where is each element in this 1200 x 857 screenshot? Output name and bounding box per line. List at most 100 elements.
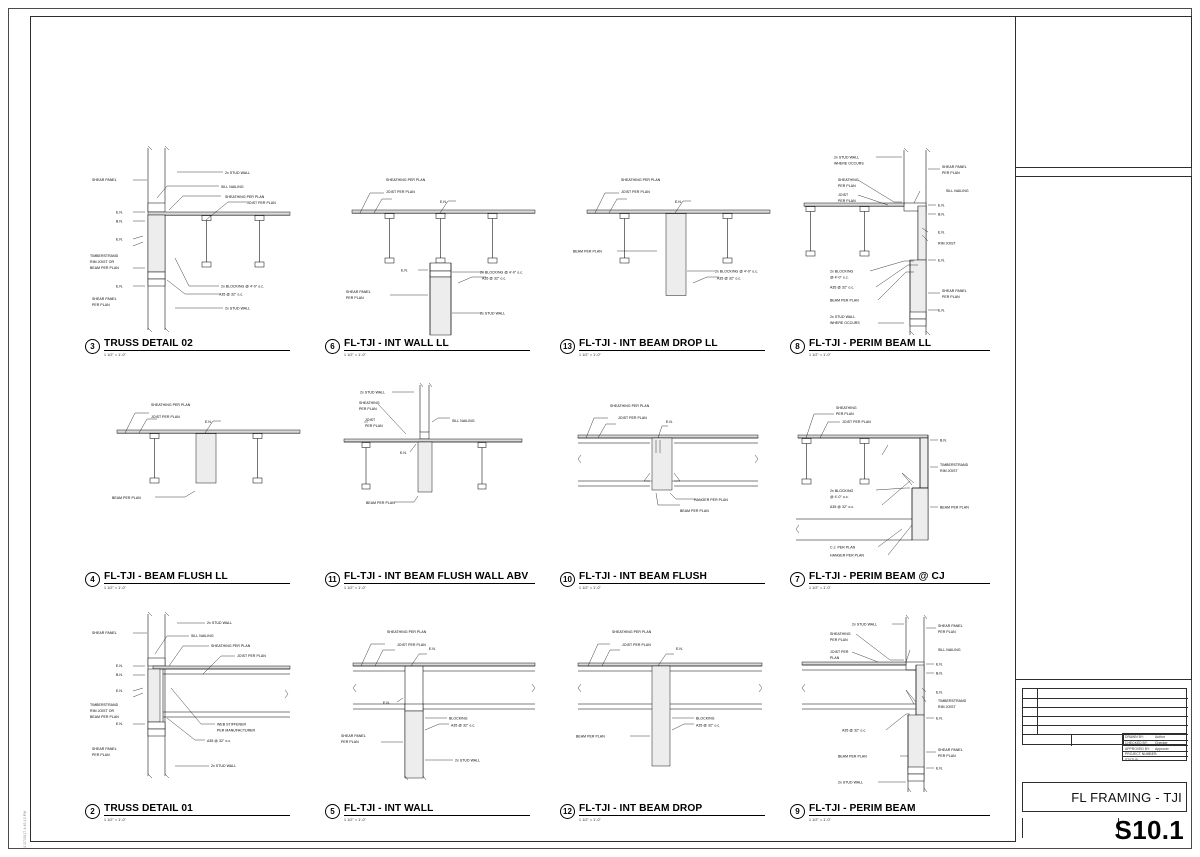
sheet-number-divider [1022, 818, 1023, 838]
svg-text:RIM JOIST: RIM JOIST [938, 242, 957, 246]
svg-text:JOIST: JOIST [838, 193, 849, 197]
svg-text:E.N.: E.N. [400, 451, 407, 455]
svg-text:JOIST PER PLAN: JOIST PER PLAN [622, 643, 651, 647]
svg-text:SHEATHING PER PLAN: SHEATHING PER PLAN [211, 644, 251, 648]
title-rule [809, 350, 990, 352]
svg-text:PLAN: PLAN [830, 656, 840, 660]
info-row-line [1123, 745, 1188, 747]
svg-text:B.N.: B.N. [938, 213, 945, 217]
detail-9-drawing: 2x STUD WALL SHEAR PANEL PER PLAN SHEATH… [801, 614, 967, 793]
detail-fl-tji-beam-flush-ll[interactable]: SHEATHING PER PLAN JOIST PER PLAN E.N. B… [95, 395, 310, 555]
detail-scale: 1 1/2" = 1'-0" [344, 817, 366, 822]
detail-fl-tji-perim-beam-cj[interactable]: SHEATHING PER PLAN JOIST PER PLAN B.N. T… [790, 395, 1000, 565]
detail-title-4[interactable]: 4 FL-TJI - BEAM FLUSH LL 1 1/2" = 1'-0" [85, 571, 290, 590]
title-rule [104, 350, 290, 352]
svg-text:TIMBERSTRAND: TIMBERSTRAND [940, 463, 969, 467]
svg-text:RIM JOIST OR: RIM JOIST OR [90, 709, 114, 713]
detail-fl-tji-int-wall-ll[interactable]: SHEATHING PER PLAN JOIST PER PLAN E.N. E… [330, 165, 545, 336]
detail-fl-tji-int-beam-drop-ll[interactable]: SHEATHING PER PLAN JOIST PER PLAN E.N. 2… [565, 165, 780, 335]
checked-by-label: CHECKED BY: [1125, 741, 1148, 745]
svg-text:WHERE OCCURS: WHERE OCCURS [834, 162, 864, 166]
svg-text:E.N.: E.N. [936, 691, 943, 695]
svg-text:SHEAR PANEL: SHEAR PANEL [938, 624, 963, 628]
detail-8-drawing: 2x STUD WALL WHERE OCCURS SHEAR PANEL PE… [803, 147, 969, 336]
svg-text:B.N.: B.N. [936, 672, 943, 676]
svg-text:SHEATHING: SHEATHING [830, 632, 851, 636]
svg-text:BLOCKING: BLOCKING [449, 717, 468, 721]
sheet-number: S10.1 [1114, 815, 1184, 845]
detail-2-drawing: SHEAR PANEL 2x STUD WALL SILL NAILING SH… [90, 611, 291, 779]
detail-title-3[interactable]: 3 TRUSS DETAIL 02 1 1/2" = 1'-0" [85, 338, 290, 357]
svg-text:E.N.: E.N. [116, 664, 123, 668]
detail-fl-tji-int-wall[interactable]: SHEATHING PER PLAN JOIST PER PLAN E.N. E… [335, 618, 545, 783]
detail-fl-tji-int-beam-drop[interactable]: SHEATHING PER PLAN JOIST PER PLAN E.N. B… [570, 618, 770, 783]
detail-title-8[interactable]: 8 FL-TJI - PERIM BEAM LL 1 1/2" = 1'-0" [790, 338, 990, 357]
detail-title-text: FL-TJI - INT BEAM FLUSH [579, 571, 707, 582]
detail-title-text: TRUSS DETAIL 01 [104, 803, 193, 814]
svg-text:A35 @ 32" o.c.: A35 @ 32" o.c. [696, 724, 720, 728]
detail-fl-tji-perim-beam-ll[interactable]: 2x STUD WALL WHERE OCCURS SHEAR PANEL PE… [800, 145, 1000, 336]
detail-title-text: FL-TJI - BEAM FLUSH LL [104, 571, 228, 582]
svg-text:E.N.: E.N. [440, 200, 447, 204]
svg-text:PER PLAN: PER PLAN [838, 199, 856, 203]
detail-title-10[interactable]: 10 FL-TJI - INT BEAM FLUSH 1 1/2" = 1'-0… [560, 571, 765, 590]
detail-title-11[interactable]: 11 FL-TJI - INT BEAM FLUSH WALL ABV 1 1/… [325, 571, 535, 590]
detail-bubble-number: 8 [790, 339, 805, 354]
svg-text:BEAM PER PLAN: BEAM PER PLAN [90, 715, 119, 719]
svg-text:JOIST PER PLAN: JOIST PER PLAN [397, 643, 426, 647]
svg-text:A35 @ 32" o.c.: A35 @ 32" o.c. [830, 505, 854, 509]
detail-title-7[interactable]: 7 FL-TJI - PERIM BEAM @ CJ 1 1/2" = 1'-0… [790, 571, 990, 590]
detail-bubble-number: 3 [85, 339, 100, 354]
checked-by-value: Checker [1155, 741, 1168, 745]
svg-text:E.N.: E.N. [666, 420, 673, 424]
svg-text:BEAM PER PLAN: BEAM PER PLAN [112, 496, 141, 500]
svg-text:BEAM PER PLAN: BEAM PER PLAN [940, 506, 969, 510]
detail-title-text: FL-TJI - INT BEAM FLUSH WALL ABV [344, 571, 529, 582]
svg-text:E.N.: E.N. [936, 717, 943, 721]
detail-truss-detail-02[interactable]: SHEAR PANEL 2x STUD WALL SILL NAILING SH… [85, 140, 300, 335]
detail-fl-tji-perim-beam[interactable]: 2x STUD WALL SHEAR PANEL PER PLAN SHEATH… [790, 612, 1000, 793]
svg-text:PER PLAN: PER PLAN [341, 740, 359, 744]
svg-text:E.N.: E.N. [676, 647, 683, 651]
svg-text:SHEATHING PER PLAN: SHEATHING PER PLAN [225, 195, 265, 199]
detail-truss-detail-01[interactable]: SHEAR PANEL 2x STUD WALL SILL NAILING SH… [85, 608, 300, 783]
detail-title-2[interactable]: 2 TRUSS DETAIL 01 1 1/2" = 1'-0" [85, 803, 290, 822]
svg-text:SILL NAILING: SILL NAILING [946, 189, 969, 193]
svg-text:SHEATHING PER PLAN: SHEATHING PER PLAN [621, 178, 661, 182]
svg-text:RIM JOIST OR: RIM JOIST OR [90, 260, 114, 264]
svg-text:PER MANUFACTURER: PER MANUFACTURER [217, 729, 256, 733]
detail-4-drawing: SHEATHING PER PLAN JOIST PER PLAN E.N. B… [112, 403, 301, 500]
svg-text:HANGER PER PLAN: HANGER PER PLAN [694, 498, 728, 502]
detail-title-text: TRUSS DETAIL 02 [104, 338, 193, 349]
svg-text:@ 4'-0" o.c.: @ 4'-0" o.c. [830, 495, 849, 499]
revision-row-line [1023, 698, 1188, 699]
detail-6-drawing: SHEATHING PER PLAN JOIST PER PLAN E.N. E… [346, 178, 536, 336]
svg-text:2x STUD WALL: 2x STUD WALL [225, 307, 250, 311]
info-row-line [1123, 750, 1188, 752]
svg-text:TIMBERSTRAND: TIMBERSTRAND [90, 703, 119, 707]
svg-text:PER PLAN: PER PLAN [938, 630, 956, 634]
revision-divider [1037, 689, 1038, 734]
approved-by-value: Approver [1155, 746, 1169, 751]
svg-text:2x STUD WALL: 2x STUD WALL [225, 171, 250, 175]
detail-title-13[interactable]: 13 FL-TJI - INT BEAM DROP LL 1 1/2" = 1'… [560, 338, 765, 357]
svg-text:JOIST PER PLAN: JOIST PER PLAN [237, 654, 266, 658]
sheet-name-box [1022, 782, 1187, 812]
detail-fl-tji-int-beam-flush[interactable]: SHEATHING PER PLAN JOIST PER PLAN E.N. H… [570, 395, 765, 530]
detail-5-drawing: SHEATHING PER PLAN JOIST PER PLAN E.N. E… [341, 630, 536, 781]
detail-title-5[interactable]: 5 FL-TJI - INT WALL 1 1/2" = 1'-0" [325, 803, 530, 822]
svg-text:SHEATHING: SHEATHING [359, 401, 380, 405]
svg-text:A35 @ 32" o.c.: A35 @ 32" o.c. [830, 286, 854, 290]
detail-fl-tji-int-beam-flush-wall-abv[interactable]: 2x STUD WALL SHEATHING PER PLAN JOIST PE… [330, 380, 530, 525]
detail-title-6[interactable]: 6 FL-TJI - INT WALL LL 1 1/2" = 1'-0" [325, 338, 530, 357]
svg-text:A35 @ 32" o.c.: A35 @ 32" o.c. [842, 729, 866, 733]
svg-text:JOIST: JOIST [365, 418, 376, 422]
svg-text:JOIST PER PLAN: JOIST PER PLAN [151, 415, 180, 419]
detail-scale: 1 1/2" = 1'-0" [344, 585, 366, 590]
detail-title-12[interactable]: 12 FL-TJI - INT BEAM DROP 1 1/2" = 1'-0" [560, 803, 765, 822]
detail-title-9[interactable]: 9 FL-TJI - PERIM BEAM 1 1/2" = 1'-0" [790, 803, 990, 822]
svg-text:@ 4'-0" o.c.: @ 4'-0" o.c. [830, 276, 849, 280]
detail-scale: 1 1/2" = 1'-0" [809, 585, 831, 590]
detail-title-text: FL-TJI - INT BEAM DROP [579, 803, 703, 814]
